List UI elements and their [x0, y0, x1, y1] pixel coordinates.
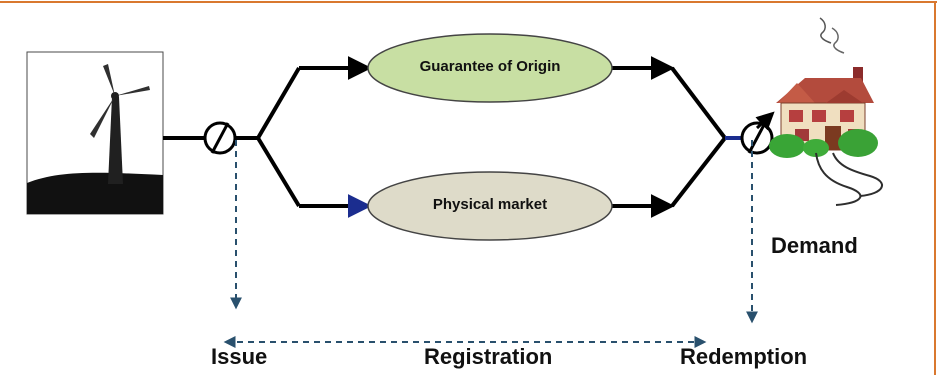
main-flow-lines — [163, 56, 750, 218]
redemption-meter-icon — [740, 111, 775, 155]
registration-label: Registration — [424, 344, 553, 369]
house-icon — [769, 17, 883, 206]
issue-meter-icon — [203, 121, 237, 155]
physical-market-label: Physical market — [432, 196, 548, 213]
guarantee-of-origin-label: Guarantee of Origin — [419, 58, 561, 75]
redemption-label: Redemption — [680, 344, 808, 369]
dashed-connectors — [223, 140, 758, 348]
demand-label: Demand — [771, 233, 858, 258]
wind-turbine-icon — [26, 51, 164, 215]
physical-node — [367, 171, 613, 241]
issue-label: Issue — [211, 344, 268, 369]
guarantee-node — [367, 33, 613, 103]
